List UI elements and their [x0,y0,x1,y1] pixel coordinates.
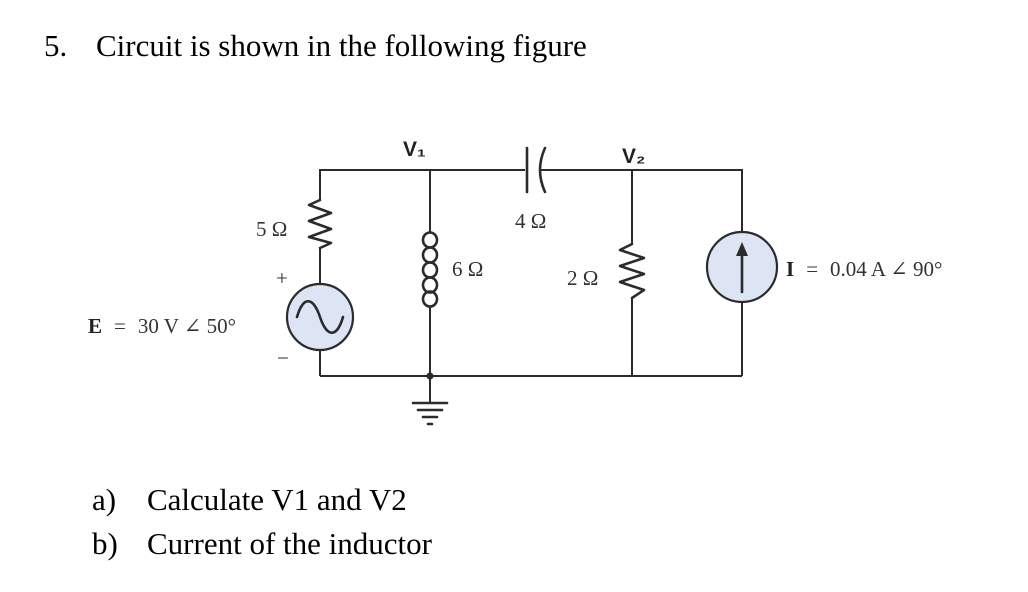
ac-voltage-source-icon [285,282,355,352]
capacitor [525,146,547,194]
polarity-plus: + [276,266,288,290]
polarity-minus: − [277,346,289,370]
arrow-up-icon [736,242,748,256]
ground-icon [411,401,449,426]
current-source-icon [705,230,779,304]
node-label-v1: V₁ [403,138,426,161]
question-parts: a) Calculate V1 and V2 b) Current of the i… [92,478,432,566]
voltage-source-symbol: E [88,314,102,338]
series-resistor-value: 5 Ω [256,217,287,241]
inductor [421,231,439,308]
part-b-text: Current of the inductor [147,526,432,561]
shunt-resistor [618,242,646,300]
current-source-label: I = 0.04 A ∠ 90° [786,257,942,281]
voltage-source-value: 30 V ∠ 50° [138,314,236,338]
circuit-wires [319,169,743,402]
current-source-value: 0.04 A ∠ 90° [830,257,942,281]
capacitor-value: 4 Ω [515,209,546,233]
voltage-source-equals: = [114,314,126,338]
node-label-v2: V₂ [622,145,645,168]
inductor-value: 6 Ω [452,257,483,281]
part-a: a) Calculate V1 and V2 [92,478,432,522]
current-source-symbol: I [786,257,794,281]
ground-node-dot [426,372,434,380]
question-number: 5. [44,28,68,63]
question-heading: 5. Circuit is shown in the following figu… [44,28,587,64]
current-source-equals: = [806,257,818,281]
voltage-source-label: E = 30 V ∠ 50° [88,314,236,338]
series-resistor [307,198,333,250]
part-b-label: b) [92,526,118,561]
shunt-resistor-value: 2 Ω [567,266,598,290]
part-b: b) Current of the inductor [92,522,432,566]
part-a-label: a) [92,482,117,517]
question-text: Circuit is shown in the following figure [96,28,587,63]
part-a-text: Calculate V1 and V2 [147,482,407,517]
